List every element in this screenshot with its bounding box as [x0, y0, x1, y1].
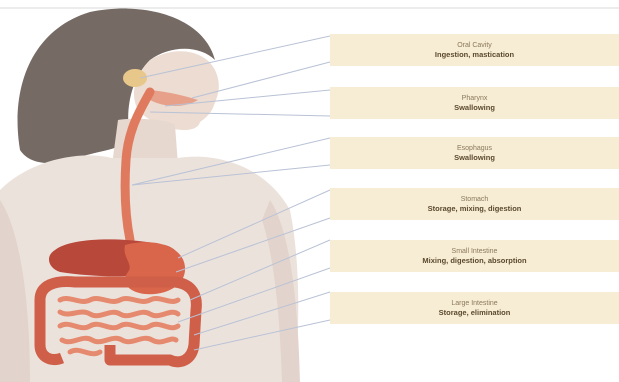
label-small-intestine: Small Intestine Mixing, digestion, absor…	[330, 240, 619, 272]
organ-name: Large Intestine	[451, 299, 497, 308]
label-large-intestine: Large Intestine Storage, elimination	[330, 292, 619, 324]
organ-function: Storage, mixing, digestion	[428, 204, 522, 214]
organ-name: Esophagus	[457, 144, 492, 153]
organ-function: Storage, elimination	[439, 308, 511, 318]
organ-name: Stomach	[461, 195, 489, 204]
label-stomach: Stomach Storage, mixing, digestion	[330, 188, 619, 220]
label-esophagus: Esophagus Swallowing	[330, 137, 619, 169]
organ-name: Pharynx	[462, 94, 488, 103]
salivary-gland	[123, 69, 147, 87]
label-pharynx: Pharynx Swallowing	[330, 87, 619, 119]
organ-name: Small Intestine	[452, 247, 498, 256]
organ-name: Oral Cavity	[457, 41, 492, 50]
organ-function: Swallowing	[454, 103, 495, 113]
label-oral-cavity: Oral Cavity Ingestion, mastication	[330, 34, 619, 66]
organ-function: Ingestion, mastication	[435, 50, 514, 60]
organ-function: Mixing, digestion, absorption	[422, 256, 526, 266]
organ-function: Swallowing	[454, 153, 495, 163]
